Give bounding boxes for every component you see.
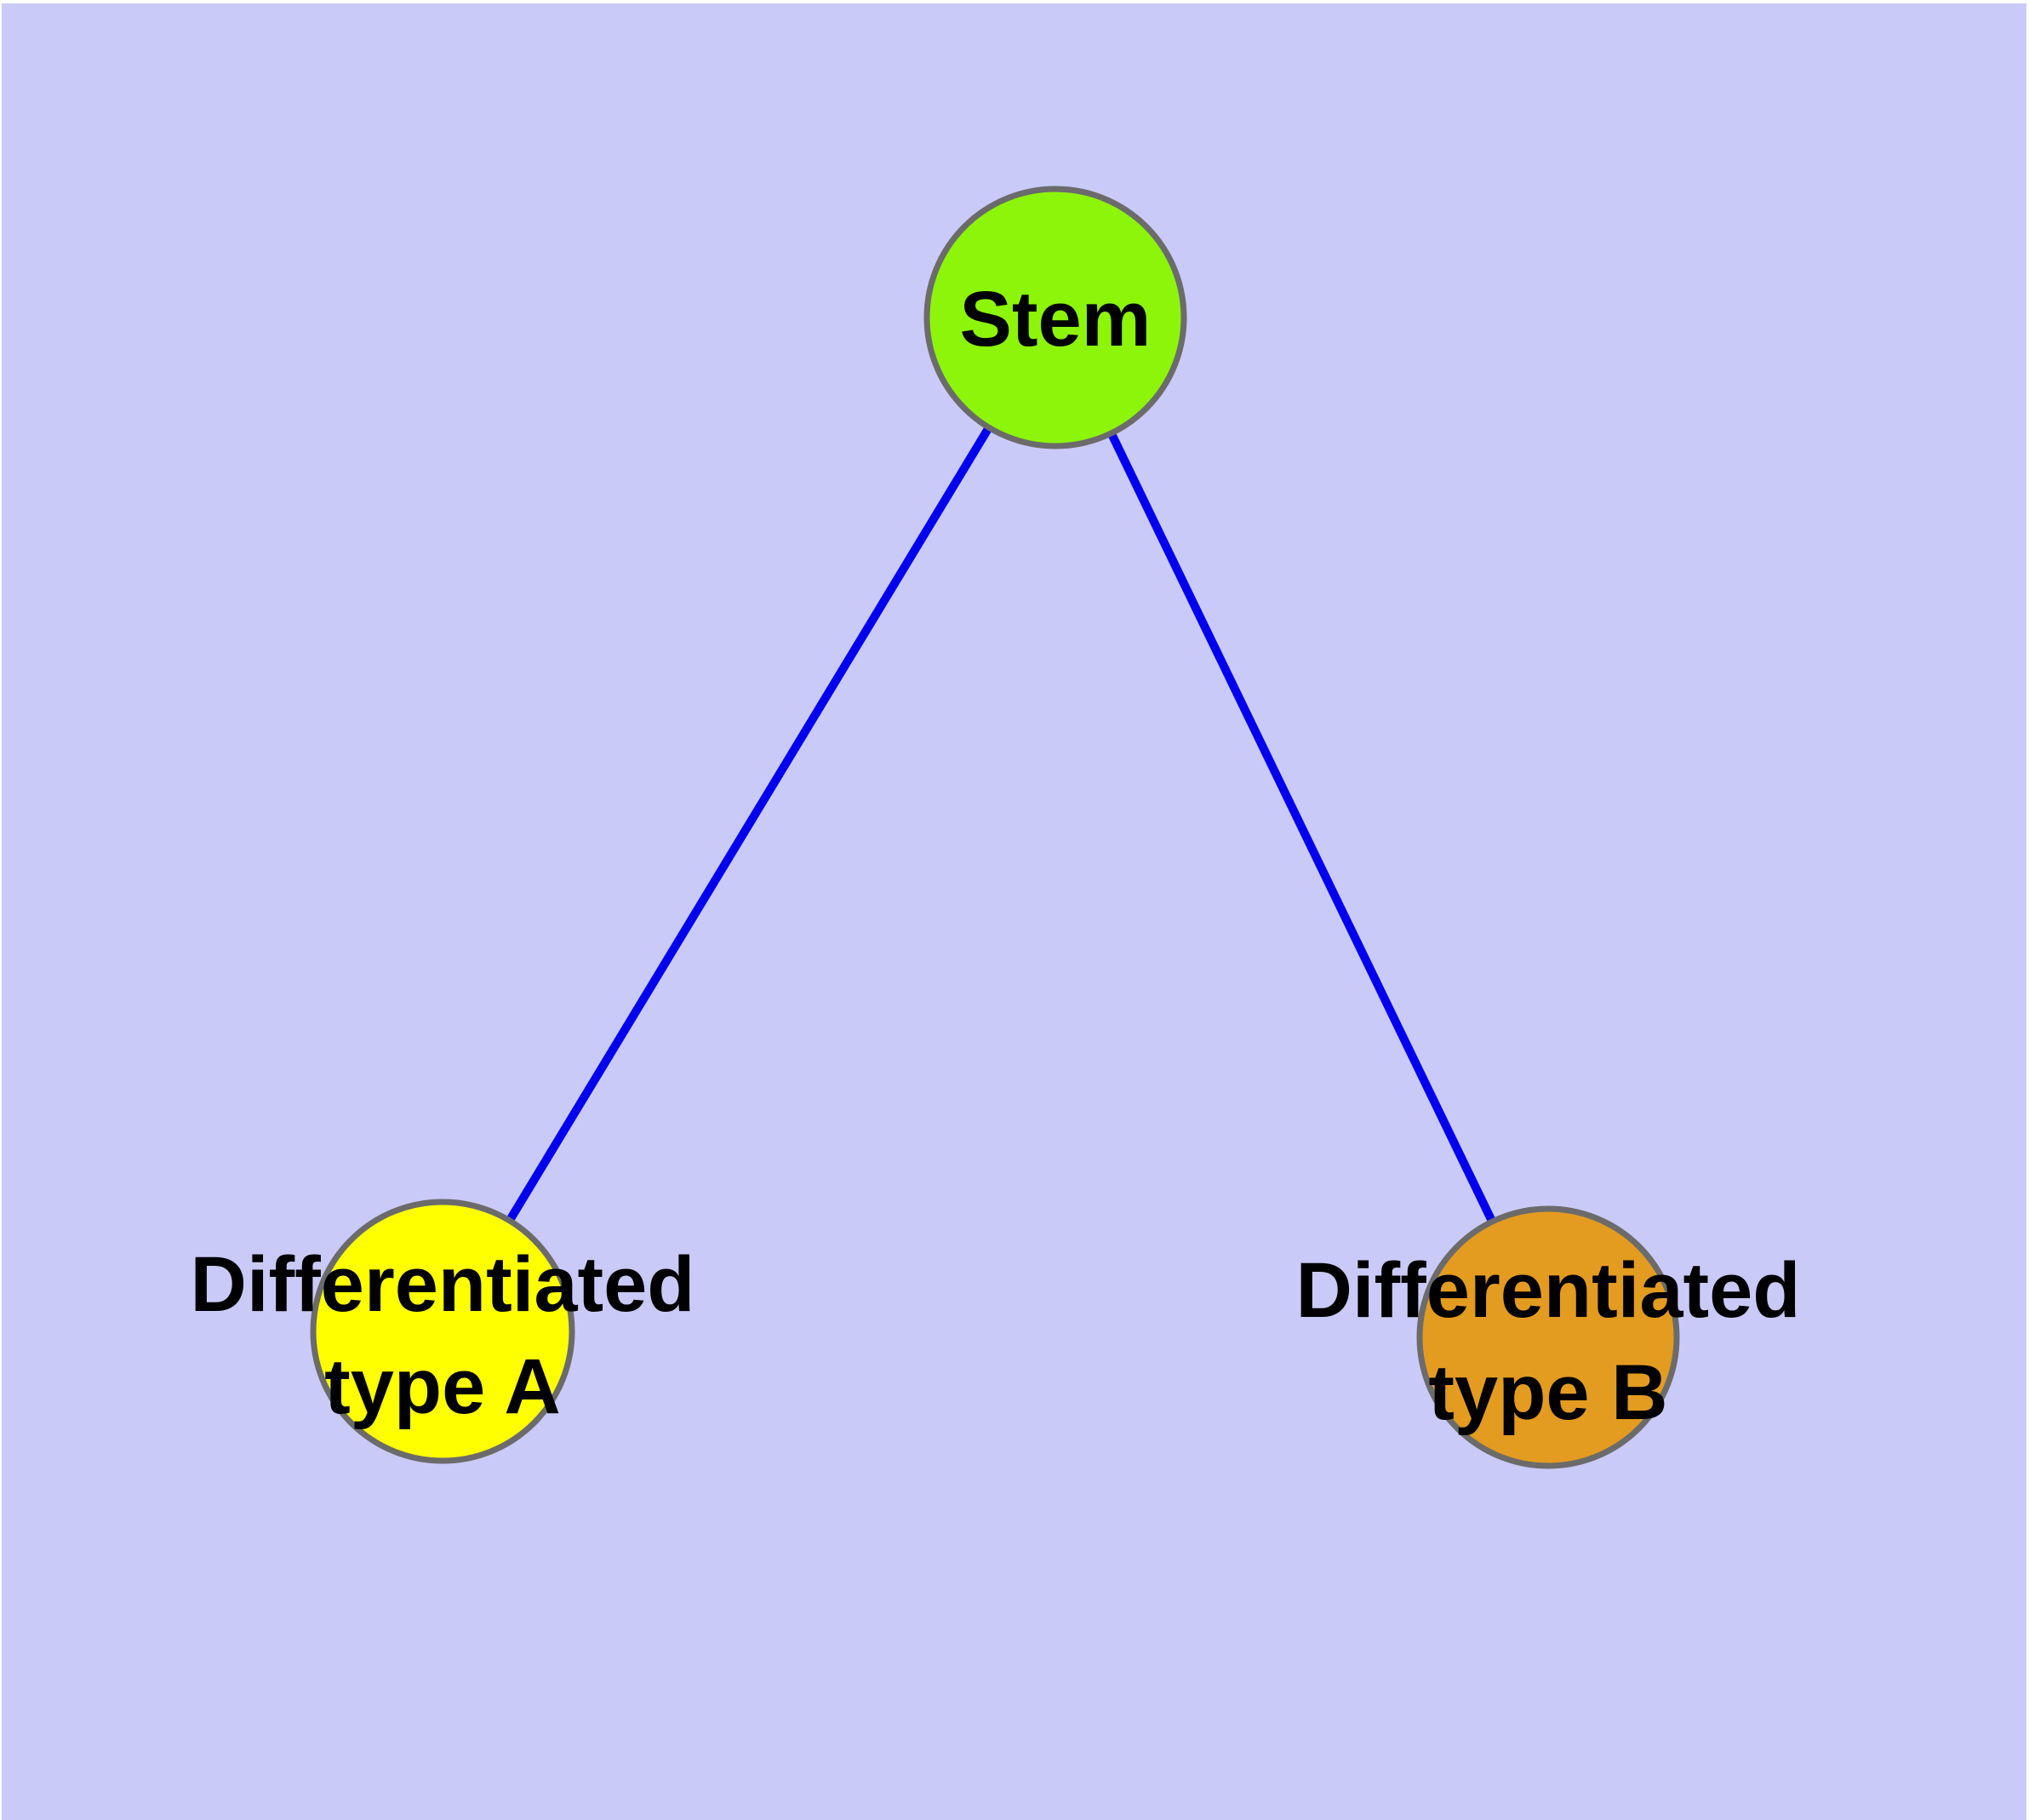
edge-stem-to-differentiated-type-b [1051,315,1552,1340]
node-label-line: type B [1428,1349,1667,1436]
nodes-layer [310,186,1680,1469]
node-label-differentiated-type-b: Differentiated type B [1296,1247,1801,1436]
node-label-line: type A [324,1343,561,1430]
node-label-stem: Stem [960,276,1152,363]
edges-layer [438,315,1552,1340]
edge-stem-to-differentiated-type-a [438,315,1060,1334]
node-differentiated-type-b [1416,1205,1680,1469]
node-differentiated-type-a [310,1199,575,1464]
node-label-line: Differentiated [191,1241,695,1328]
node-stem [923,186,1187,449]
node-label-line: Stem [960,276,1152,363]
node-label-line: Differentiated [1296,1247,1801,1334]
node-label-differentiated-type-a: Differentiated type A [191,1241,695,1430]
